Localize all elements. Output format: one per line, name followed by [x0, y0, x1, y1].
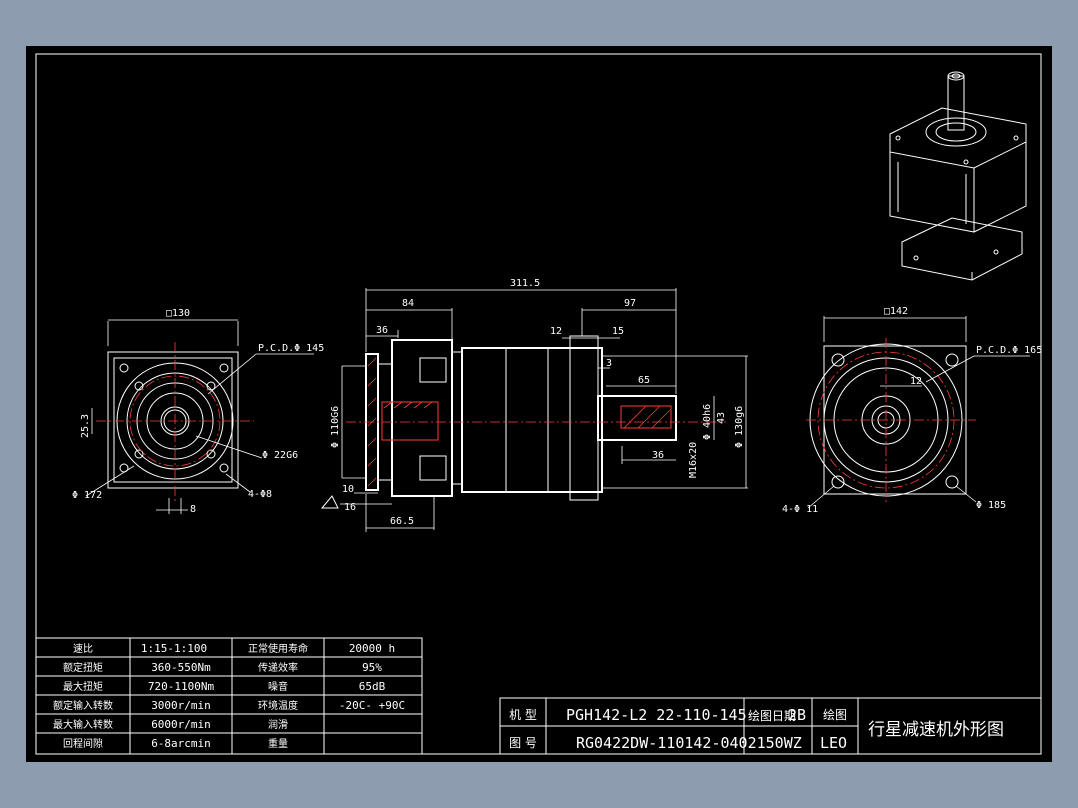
front-pilot-dim: Φ 22G6 [262, 450, 298, 461]
rear-pcd-dim: P.C.D.Φ 165 [976, 345, 1042, 356]
side-view: 311.5 84 36 97 12 15 3 65 36 10 16 66.5 [320, 278, 748, 532]
front-holes-dim: 4-Φ8 [248, 489, 272, 500]
drawn-label: 绘图 [823, 707, 847, 722]
side-66-dim: 66.5 [390, 516, 414, 527]
drawing-title: 行星减速机外形图 [868, 720, 1004, 740]
rear-holes-dim: 4-Φ 11 [782, 504, 818, 515]
spec-key-4: 最大输入转数 [53, 718, 113, 731]
side-36b-dim: 36 [652, 450, 664, 461]
spec-val2-3: -20C- +90C [339, 699, 405, 712]
side-84-dim: 84 [402, 298, 414, 309]
front-pcd-dim: P.C.D.Φ 145 [258, 343, 324, 354]
spec-key-3: 额定输入转数 [53, 699, 113, 712]
front-key-height: 25.3 [80, 414, 91, 438]
isometric-view [889, 71, 1027, 281]
drawing-no-label: 图 号 [509, 736, 537, 750]
front-outer-dim: Φ 172 [72, 490, 102, 501]
side-thread-dim: M16x20 [688, 442, 699, 478]
spec-key2-2: 噪音 [268, 680, 288, 693]
spec-val2-0: 20000 h [349, 642, 395, 655]
spec-key-1: 额定扭矩 [63, 661, 103, 674]
spec-key-2: 最大扭矩 [63, 680, 103, 693]
side-16-dim: 16 [344, 502, 356, 513]
drawing-sheet: □130 P.C.D.Φ 145 Φ 22G6 Φ 172 4-Φ8 25.3 … [26, 46, 1052, 762]
spec-key-0: 速比 [73, 643, 93, 655]
side-dia110-dim: Φ 110G6 [330, 406, 341, 448]
side-15-dim: 15 [612, 326, 624, 337]
front-key-width: 8 [190, 504, 196, 515]
model-label: 机 型 [509, 708, 537, 722]
rear-view: □142 P.C.D.Φ 165 12 4-Φ 11 Φ 185 [782, 306, 1042, 515]
side-65-dim: 65 [638, 375, 650, 386]
overlap-value: 2B [788, 706, 806, 724]
rear-key-dim: 12 [910, 376, 922, 387]
side-dia40-dim: Φ 40h6 [702, 404, 713, 440]
title-block: 机 型 PGH142-L2 22-110-145 绘图日期 2B 绘图 图 号 … [499, 697, 1042, 755]
spec-key2-0: 正常使用寿命 [248, 642, 308, 655]
spec-val-2: 720-1100Nm [148, 680, 215, 693]
side-3-dim: 3 [606, 358, 612, 369]
rear-outer-dim: Φ 185 [976, 500, 1006, 511]
spec-val-1: 360-550Nm [151, 661, 211, 674]
side-overall-dim: 311.5 [510, 278, 540, 289]
spec-key2-4: 润滑 [268, 718, 288, 731]
rear-square-dim: □142 [884, 306, 908, 317]
side-12-dim: 12 [550, 326, 562, 337]
spec-key-5: 回程间隙 [63, 737, 103, 750]
side-43-dim: 43 [716, 412, 727, 424]
spec-val-3: 3000r/min [151, 699, 211, 712]
spec-val-0: 1:15-1:100 [141, 642, 207, 655]
spec-table: 速比 1:15-1:100 正常使用寿命 20000 h 额定扭矩 360-55… [35, 637, 423, 755]
spec-key2-1: 传递效率 [258, 661, 298, 674]
spec-val2-2: 65dB [359, 680, 386, 693]
spec-key2-3: 环境温度 [258, 699, 298, 712]
side-36-dim: 36 [376, 325, 388, 336]
cad-drawing: □130 P.C.D.Φ 145 Φ 22G6 Φ 172 4-Φ8 25.3 … [35, 53, 1042, 755]
author: LEO [820, 734, 847, 752]
spec-val-5: 6-8arcmin [151, 737, 211, 750]
front-view: □130 P.C.D.Φ 145 Φ 22G6 Φ 172 4-Φ8 25.3 … [72, 308, 324, 515]
side-10-dim: 10 [342, 484, 354, 495]
model-value: PGH142-L2 22-110-145 [566, 706, 747, 724]
spec-val2-1: 95% [362, 661, 382, 674]
drawing-no-value: RG0422DW-110142-0402150WZ [576, 734, 802, 752]
front-square-dim: □130 [166, 308, 190, 319]
overlap-label: 绘图日期 [748, 708, 796, 723]
spec-val-4: 6000r/min [151, 718, 211, 731]
side-dia130-dim: Φ 130g6 [734, 406, 745, 448]
spec-key2-5: 重量 [268, 737, 288, 750]
side-97-dim: 97 [624, 298, 636, 309]
